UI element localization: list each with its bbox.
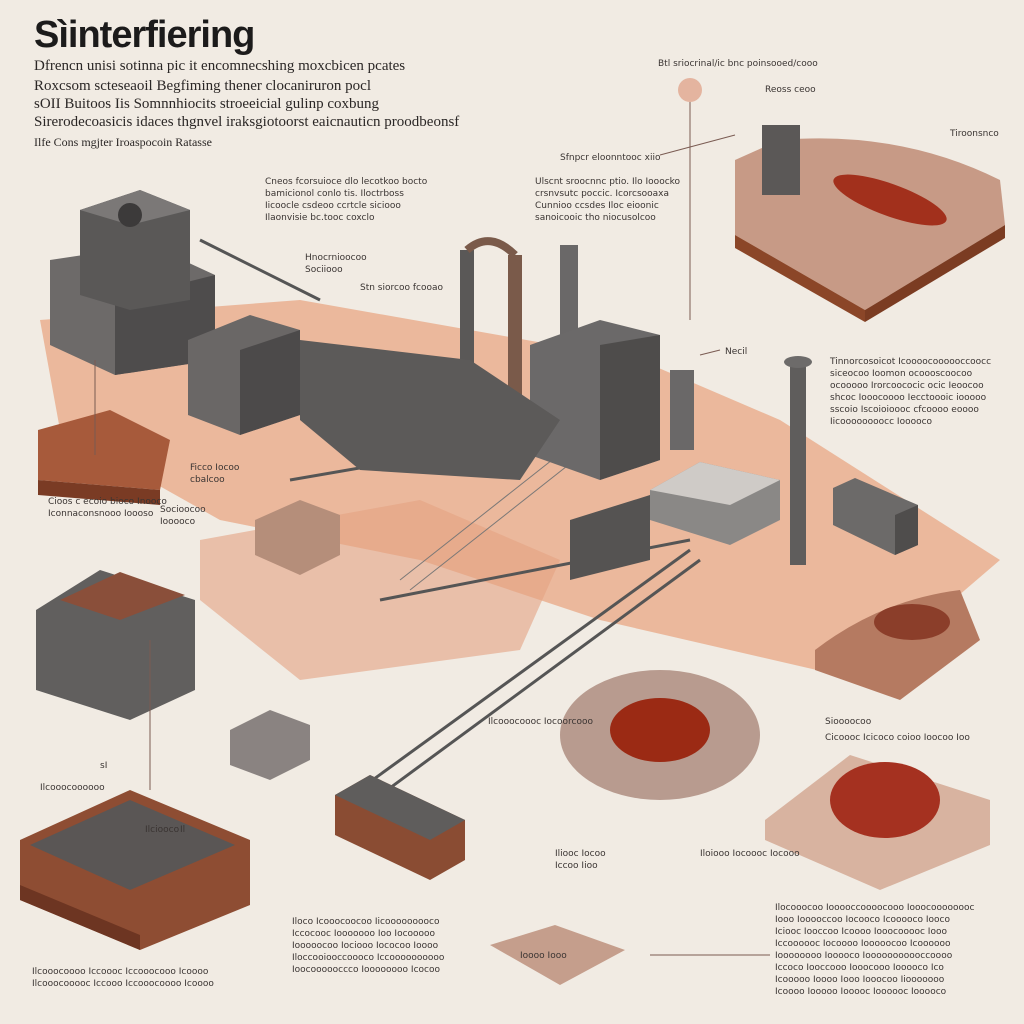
label-left-2: Socioocoo Iooooco (160, 505, 206, 527)
label-left-3-b: Il (180, 825, 186, 835)
feed-hopper (833, 478, 918, 555)
text-block-bottom-center: Iloco Icooocoocoo Iicooooooooco Iccocooc… (292, 917, 445, 975)
text-block-bottom-right: Ilocooocoo Iooooccoooocooo Iooocoooooooc… (775, 903, 975, 997)
text-block-bottom-left: Ilcooocoooo Iccoooc Iccooocooo Icoooo Il… (32, 967, 214, 989)
text-block-3: Tinnorcosoicot Icoooocoooooccoocc siceoc… (830, 357, 992, 427)
intro-line: Roxcsom scteseaoil Begfiming thener cloc… (34, 78, 371, 94)
label-bottom-center2: Ioooo Iooo (520, 951, 567, 961)
intro-line: sOII Buitoos Iis Somnnhiocits stroeeicia… (34, 96, 379, 112)
text-block-2: Ulscnt sroocnnc ptio. Ilo Iooocko crsnvs… (535, 177, 681, 223)
sinter-strand (570, 462, 780, 580)
label-left-3: Ilcooocoooooo (40, 783, 105, 793)
label-left-3-tag: sI (100, 761, 108, 771)
label-left-1b: Cioos c ecoio bioco Inooco Iconnaconsnoo… (48, 497, 167, 519)
ore-pit (560, 670, 760, 800)
label-bottom-right-small: Iloiooo Iocoooc Iocooo (700, 849, 800, 859)
page-title: Sìinterfiering (34, 14, 255, 56)
intro-line: Sirerodecoasicis idaces thgnvel iraksgio… (34, 114, 460, 130)
kiln-cutaway (735, 125, 1005, 322)
label-bottom-mid-small: Iliooc Iocoo Iccoo Iioo (555, 849, 606, 871)
label-right-small: Necil (725, 347, 748, 357)
label-right-mid: Sioooocoo Cicoooc Icicoco coioo Ioocoo I… (825, 717, 970, 743)
control-box (230, 710, 310, 780)
hopper-box (255, 500, 340, 575)
label-mid-small: Ilcooocoooc Iocoorcooo (488, 717, 593, 727)
caption-center-top: Sfnpcr eloonntooc xiio (560, 153, 661, 163)
label-small-2: Stn siorcoo fcooao (360, 283, 443, 293)
ore-block-left (38, 410, 170, 490)
ore-bed (20, 790, 250, 950)
cooling-house (36, 570, 195, 720)
dust-mound (490, 925, 625, 985)
chimney-stack (784, 356, 812, 565)
ore-dome (765, 755, 990, 890)
furnace-building (50, 190, 215, 375)
sinter-plant-main (300, 237, 694, 480)
text-block-1: Cneos fcorsuioce dlo lecotkoo bocto bami… (265, 177, 428, 223)
label-left-3-small: Ilciooco (145, 825, 180, 835)
marker-pin (678, 78, 702, 102)
sinter-pile (815, 590, 980, 700)
caption-top-right: Btl sriocrinal/ic bnc poinsooed/cooo (658, 59, 818, 69)
intro-line: Dfrencn unisi sotinna pic it encomnecshi… (34, 58, 406, 74)
storage-shed (188, 315, 300, 435)
discharge-chute (335, 775, 465, 880)
label-small-1: Hnocrnioocoo Sociiooo (305, 253, 367, 275)
caption-right-note: Tiroonsnco (950, 129, 999, 139)
intro-line: Ilfe Cons mgjter Iroaspocoin Ratasse (34, 135, 212, 149)
leader-lines (94, 80, 770, 956)
caption-note: Reoss ceoo (765, 85, 816, 95)
label-left-1: Ficco Iocoo cbalcoo (190, 463, 240, 485)
